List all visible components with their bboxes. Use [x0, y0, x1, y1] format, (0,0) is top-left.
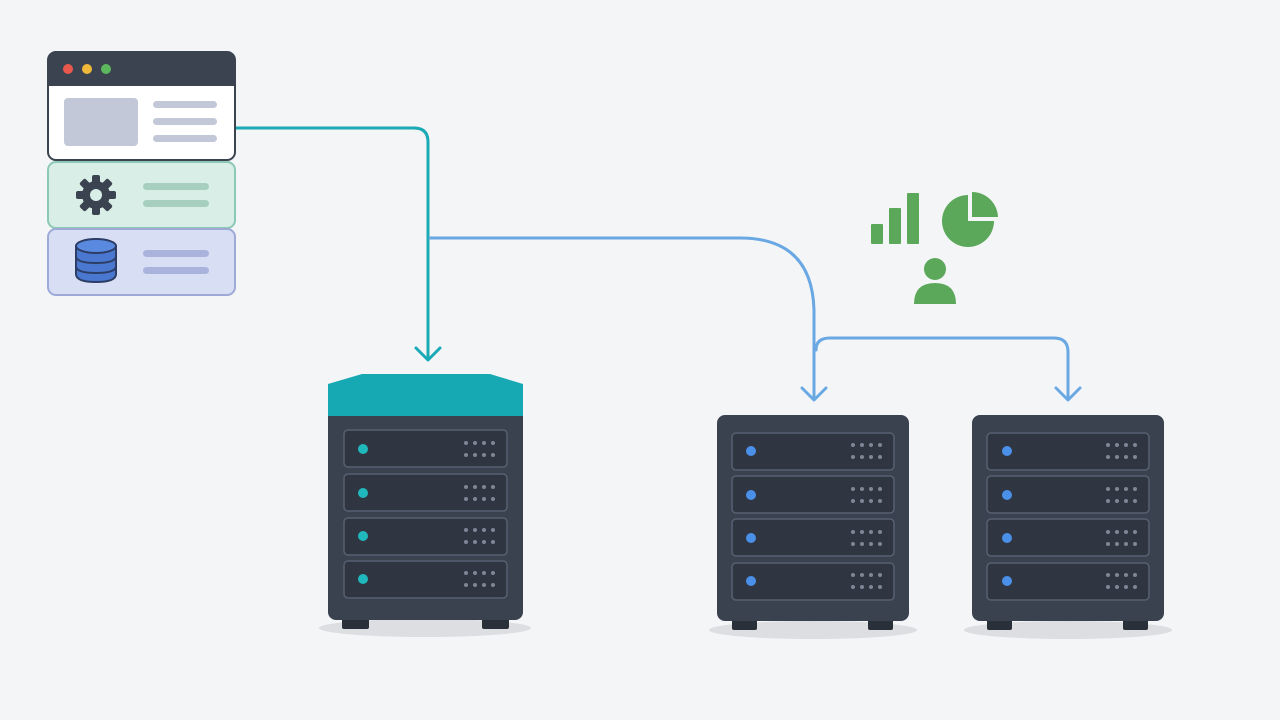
window-header — [48, 52, 235, 86]
status-led — [746, 533, 756, 543]
text-line — [153, 118, 217, 125]
window-maximize-dot — [101, 64, 111, 74]
status-led — [358, 531, 368, 541]
text-line — [153, 101, 217, 108]
vent-dots — [1106, 487, 1137, 503]
database-icon — [75, 238, 117, 284]
image-placeholder — [64, 98, 138, 146]
bay-row — [343, 560, 508, 599]
status-led — [1002, 576, 1012, 586]
status-led — [1002, 533, 1012, 543]
vent-dots — [851, 530, 882, 546]
window-close-dot — [63, 64, 73, 74]
bay-row — [731, 432, 895, 471]
settings-card — [47, 161, 236, 229]
analytics-icons — [871, 191, 998, 304]
connectors — [234, 126, 1082, 402]
blue-connector — [428, 236, 816, 400]
bay-row — [986, 562, 1150, 601]
text-line — [143, 183, 209, 190]
status-led — [746, 576, 756, 586]
browser-window-card — [47, 51, 236, 161]
status-led — [1002, 490, 1012, 500]
vent-dots — [1106, 573, 1137, 589]
status-led — [358, 444, 368, 454]
bay-row — [343, 517, 508, 556]
window-minimize-dot — [82, 64, 92, 74]
status-led — [358, 488, 368, 498]
status-led — [746, 446, 756, 456]
server-secondary-a — [709, 415, 917, 639]
server-primary — [319, 374, 531, 637]
vent-dots — [1106, 443, 1137, 459]
server-shadow — [319, 619, 531, 637]
server-cap — [328, 374, 523, 416]
text-line — [153, 135, 217, 142]
status-led — [358, 574, 368, 584]
teal-connector — [234, 126, 430, 360]
blue-branch-connector — [814, 336, 1070, 400]
user-icon — [914, 258, 956, 304]
blue-arrowhead-a — [800, 386, 828, 402]
app-stack — [47, 51, 236, 296]
bay-row — [986, 475, 1150, 514]
vent-dots — [1106, 530, 1137, 546]
vent-dots — [851, 487, 882, 503]
vent-dots — [464, 571, 495, 587]
blue-arrowhead-b — [1054, 386, 1082, 402]
bar-chart-icon — [871, 193, 919, 244]
pie-chart-icon — [942, 191, 998, 247]
server-shadow — [964, 621, 1172, 639]
servers — [319, 374, 1172, 639]
vent-dots — [464, 441, 495, 457]
vent-dots — [464, 485, 495, 501]
text-line — [143, 267, 209, 274]
server-shadow — [709, 621, 917, 639]
bay-row — [343, 429, 508, 468]
vent-dots — [851, 443, 882, 459]
status-led — [746, 490, 756, 500]
text-line — [143, 250, 209, 257]
vent-dots — [851, 573, 882, 589]
bay-row — [731, 475, 895, 514]
server-secondary-b — [964, 415, 1172, 639]
bay-row — [731, 562, 895, 601]
vent-dots — [464, 528, 495, 544]
status-led — [1002, 446, 1012, 456]
bay-row — [343, 473, 508, 512]
gear-icon — [76, 175, 116, 215]
bay-row — [731, 518, 895, 557]
database-card — [47, 228, 236, 296]
teal-arrowhead — [414, 346, 442, 362]
text-line — [143, 200, 209, 207]
bay-row — [986, 518, 1150, 557]
bay-row — [986, 432, 1150, 471]
